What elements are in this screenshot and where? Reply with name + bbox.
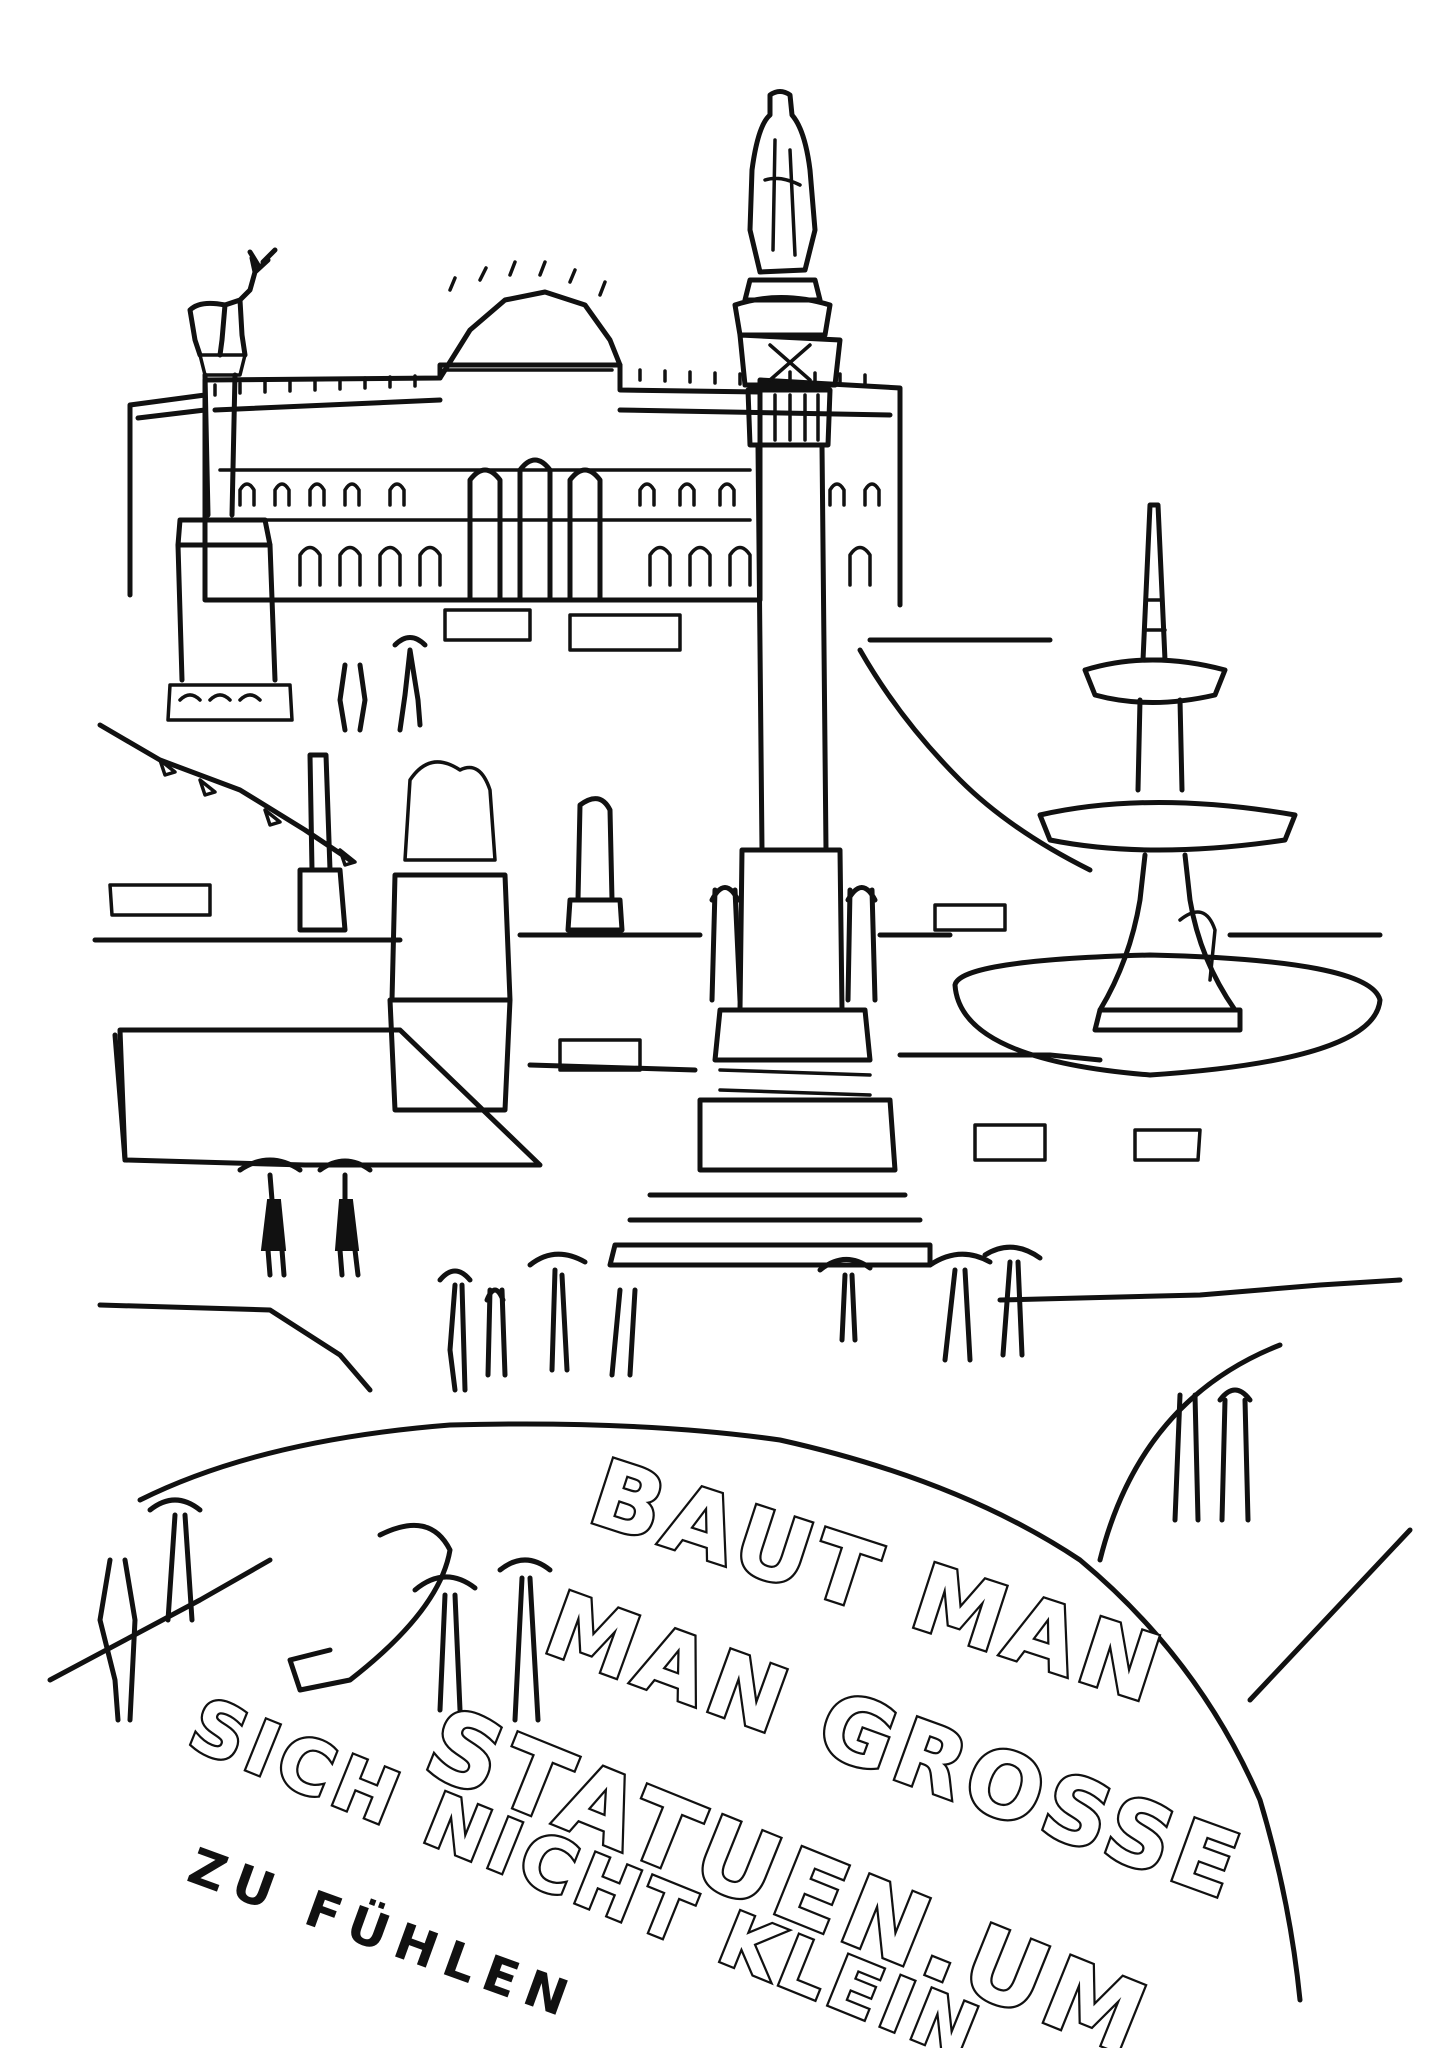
column-monument	[607, 89, 933, 1268]
slogan-lettering: BAUT MAN MAN GROSSE STATUEN.UM SICH NICH…	[176, 1437, 1259, 2048]
people-with-umbrellas	[97, 635, 1253, 1723]
small-monuments	[108, 752, 1202, 1162]
deer-statue	[166, 247, 294, 722]
square-layout	[47, 637, 1413, 2003]
palace-building	[127, 260, 903, 652]
fountain	[952, 502, 1383, 1078]
